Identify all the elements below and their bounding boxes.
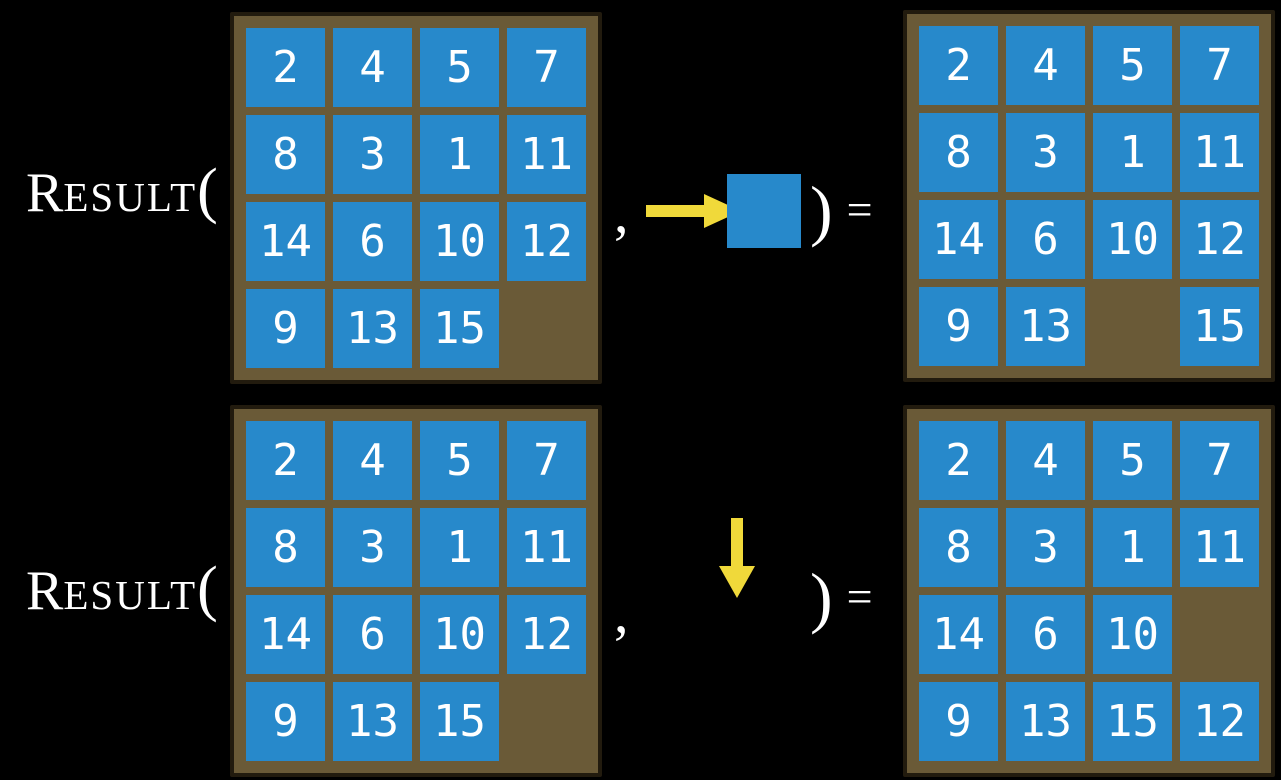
puzzle-tile: 7: [507, 421, 586, 500]
puzzle-tile: 14: [246, 202, 325, 281]
puzzle-tile: 2: [919, 26, 998, 105]
puzzle-tile: 12: [1180, 200, 1259, 279]
puzzle-tile: 12: [507, 202, 586, 281]
puzzle-tile: 3: [1006, 508, 1085, 587]
open-paren: (: [197, 555, 218, 623]
puzzle-tile: 14: [919, 200, 998, 279]
puzzle-tile: 7: [1180, 421, 1259, 500]
puzzle-tile: 10: [1093, 200, 1172, 279]
puzzle-tile: 6: [1006, 595, 1085, 674]
puzzle-tile: 4: [333, 28, 412, 107]
blank-cell: [1180, 595, 1259, 674]
puzzle-tile: 6: [1006, 200, 1085, 279]
puzzle-tile: 12: [507, 595, 586, 674]
puzzle-tile: 4: [333, 421, 412, 500]
puzzle-tile: 15: [1093, 682, 1172, 761]
puzzle-tile: 5: [1093, 26, 1172, 105]
puzzle-tile: 6: [333, 202, 412, 281]
comma-separator: ,: [614, 180, 629, 245]
puzzle-tile: 15: [1180, 287, 1259, 366]
equals-sign: =: [846, 184, 873, 235]
puzzle-tile: 5: [1093, 421, 1172, 500]
puzzle-tile: 11: [1180, 508, 1259, 587]
puzzle-tile: 9: [919, 287, 998, 366]
puzzle-tile: 4: [1006, 26, 1085, 105]
puzzle-tile: 2: [246, 28, 325, 107]
puzzle-tile: 12: [1180, 682, 1259, 761]
puzzle-tile: 9: [919, 682, 998, 761]
arrow-down-icon: [719, 518, 755, 598]
equals-sign: =: [846, 571, 873, 622]
puzzle-tile: 3: [1006, 113, 1085, 192]
puzzle-tile: 10: [420, 595, 499, 674]
puzzle-tile: 3: [333, 115, 412, 194]
puzzle-tile: 2: [246, 421, 325, 500]
puzzle-tile: 5: [420, 28, 499, 107]
result-label-cap: R: [26, 162, 64, 224]
blank-cell: [1093, 287, 1172, 366]
puzzle-tile: 10: [1093, 595, 1172, 674]
puzzle-tile: 8: [919, 113, 998, 192]
puzzle-tile: 7: [1180, 26, 1259, 105]
puzzle-tile: 13: [333, 682, 412, 761]
puzzle-tile: 15: [420, 289, 499, 368]
blank-cell: [507, 682, 586, 761]
puzzle-tile: 14: [919, 595, 998, 674]
puzzle-tile: 7: [507, 28, 586, 107]
result-label-smallcaps: ESULT: [63, 572, 198, 618]
arrow-right-icon: [646, 194, 741, 228]
close-paren-equals: ) =: [810, 554, 873, 640]
close-paren: ): [810, 559, 833, 635]
puzzle-tile: 2: [919, 421, 998, 500]
puzzle-tile: 8: [919, 508, 998, 587]
puzzle-tile: 13: [1006, 682, 1085, 761]
puzzle-tile: 14: [246, 595, 325, 674]
action-tile-icon: [700, 588, 774, 662]
result-function-label: RESULT(: [26, 160, 218, 222]
puzzle-tile: 11: [507, 508, 586, 587]
puzzle-tile: 11: [507, 115, 586, 194]
open-paren: (: [197, 157, 218, 225]
result-function-label: RESULT(: [26, 558, 218, 620]
puzzle-tile: 5: [420, 421, 499, 500]
puzzle-tile: 13: [1006, 287, 1085, 366]
puzzle-tile: 1: [1093, 113, 1172, 192]
action-tile-icon: [727, 174, 801, 248]
comma-separator: ,: [614, 580, 629, 645]
puzzle-tile: 3: [333, 508, 412, 587]
puzzle-tile: 1: [1093, 508, 1172, 587]
result-label-cap: R: [26, 560, 64, 622]
close-paren: ): [810, 172, 833, 248]
puzzle-tile: 8: [246, 508, 325, 587]
puzzle-tile: 11: [1180, 113, 1259, 192]
puzzle-tile: 9: [246, 289, 325, 368]
puzzle-tile: 1: [420, 115, 499, 194]
puzzle-tile: 15: [420, 682, 499, 761]
puzzle-tile: 6: [333, 595, 412, 674]
close-paren-equals: ) =: [810, 167, 873, 253]
puzzle-tile: 8: [246, 115, 325, 194]
puzzle-tile: 9: [246, 682, 325, 761]
result-label-smallcaps: ESULT: [63, 174, 198, 220]
puzzle-tile: 13: [333, 289, 412, 368]
puzzle-tile: 1: [420, 508, 499, 587]
blank-cell: [507, 289, 586, 368]
puzzle-tile: 4: [1006, 421, 1085, 500]
puzzle-tile: 10: [420, 202, 499, 281]
